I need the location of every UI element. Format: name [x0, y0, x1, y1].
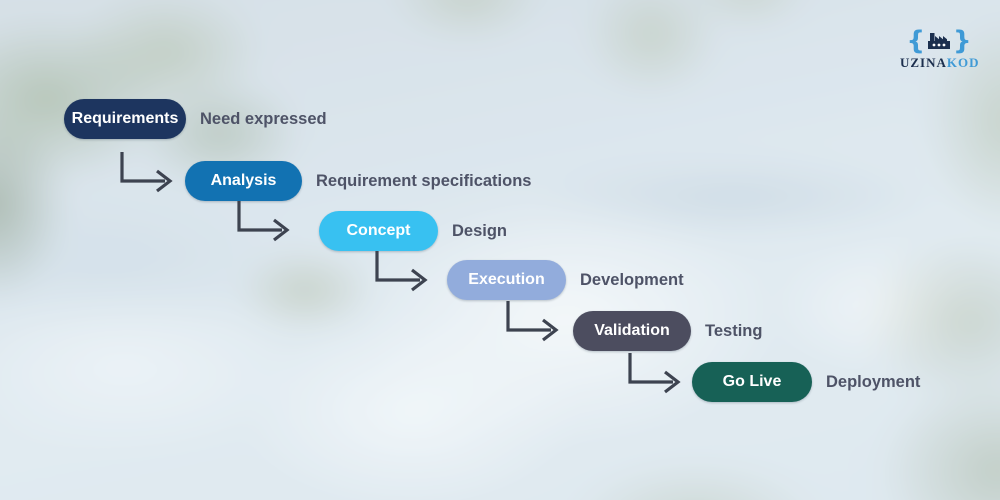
elbow-arrow-icon — [237, 201, 290, 242]
wordmark-suffix: KOD — [946, 55, 980, 70]
execution-description: Development — [580, 270, 684, 289]
requirements-description: Need expressed — [200, 109, 327, 128]
analysis-pill: Analysis — [185, 161, 302, 201]
step-concept: Concept Design — [319, 211, 507, 251]
concept-pill: Concept — [319, 211, 438, 251]
step-validation: Validation Testing — [573, 311, 762, 351]
analysis-description: Requirement specifications — [316, 171, 532, 190]
validation-description: Testing — [705, 321, 763, 340]
elbow-arrow-icon — [375, 251, 428, 292]
step-execution: Execution Development — [447, 260, 684, 300]
uzinakod-logo: { } UZINAKOD — [900, 28, 980, 70]
go-live-description: Deployment — [826, 372, 921, 391]
uzinakod-wordmark: UZINAKOD — [900, 55, 980, 70]
execution-pill: Execution — [447, 260, 566, 300]
requirements-pill: Requirements — [64, 99, 186, 139]
concept-description: Design — [452, 221, 508, 240]
go-live-pill: Go Live — [692, 362, 812, 402]
step-go-live: Go Live Deployment — [692, 362, 920, 402]
step-analysis: Analysis Requirement specifications — [185, 161, 531, 201]
validation-pill: Validation — [573, 311, 691, 351]
factory-icon — [928, 33, 950, 49]
step-requirements: Requirements Need expressed — [64, 99, 327, 139]
elbow-arrow-icon — [628, 353, 681, 394]
left-brace-glyph: { — [906, 26, 925, 56]
wordmark-prefix: UZINA — [900, 55, 947, 70]
uzinakod-logo-mark: { } — [900, 28, 978, 54]
elbow-arrow-icon — [120, 152, 173, 193]
right-brace-glyph: } — [953, 26, 972, 56]
elbow-arrow-icon — [506, 301, 559, 342]
